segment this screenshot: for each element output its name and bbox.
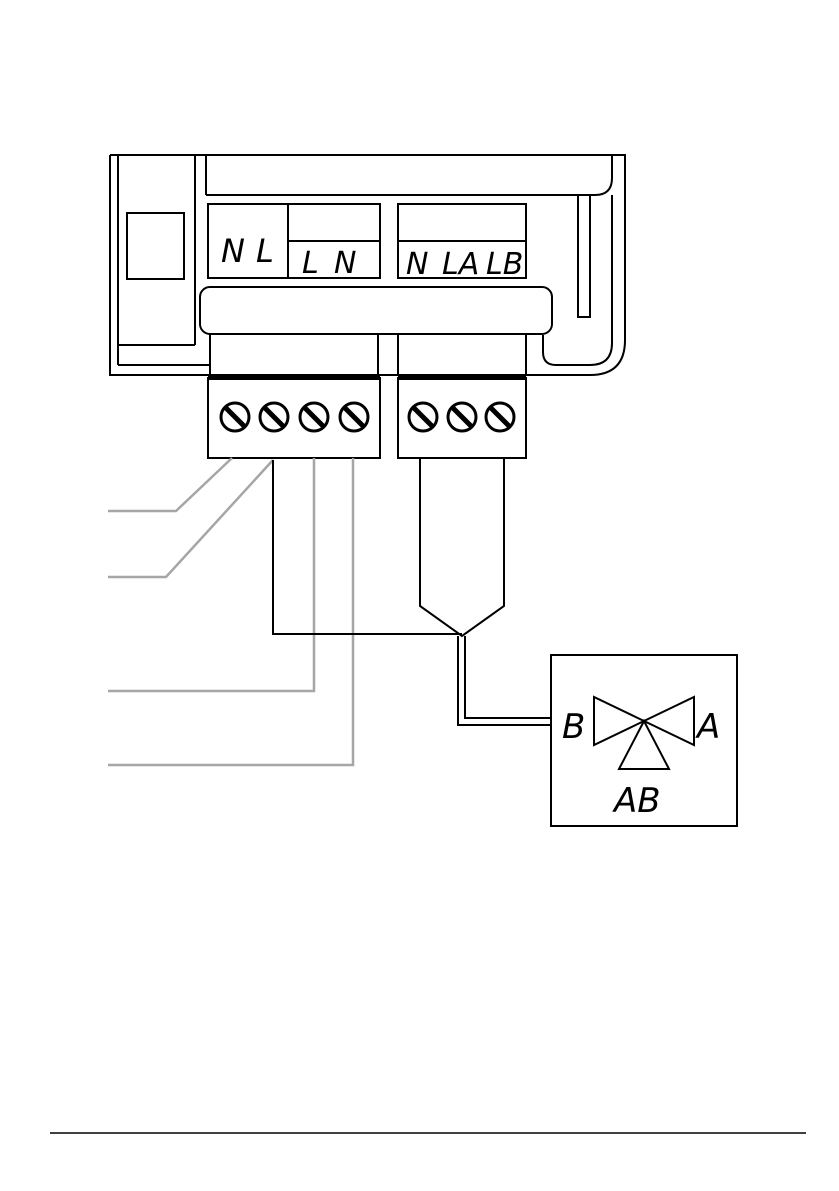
terminal-label-out-l: L bbox=[302, 246, 319, 281]
valve-port-b: B bbox=[562, 707, 585, 747]
wire-out-n bbox=[108, 458, 353, 765]
terminal-cover-bar bbox=[200, 287, 552, 334]
wire-out-l bbox=[108, 458, 314, 691]
three-way-valve-icon bbox=[594, 697, 694, 769]
wire-supply-l bbox=[108, 460, 273, 577]
terminal-label-valve-lb: LB bbox=[486, 247, 523, 282]
wire-supply-n bbox=[108, 458, 232, 511]
valve-port-a: A bbox=[695, 707, 720, 747]
terminal-label-out-n: N bbox=[334, 246, 356, 281]
terminal-label-valve-la: LA bbox=[442, 247, 479, 282]
screw-terminal-icon bbox=[221, 403, 514, 431]
terminal-label-valve-n: N bbox=[406, 247, 428, 282]
connector-bodies bbox=[210, 334, 526, 375]
valve-port-ab: AB bbox=[612, 781, 661, 821]
controller-housing bbox=[110, 155, 625, 375]
terminal-label-supply-n: N bbox=[221, 232, 245, 270]
terminal-label-supply-l: L bbox=[256, 232, 274, 270]
gray-wires bbox=[108, 458, 353, 765]
